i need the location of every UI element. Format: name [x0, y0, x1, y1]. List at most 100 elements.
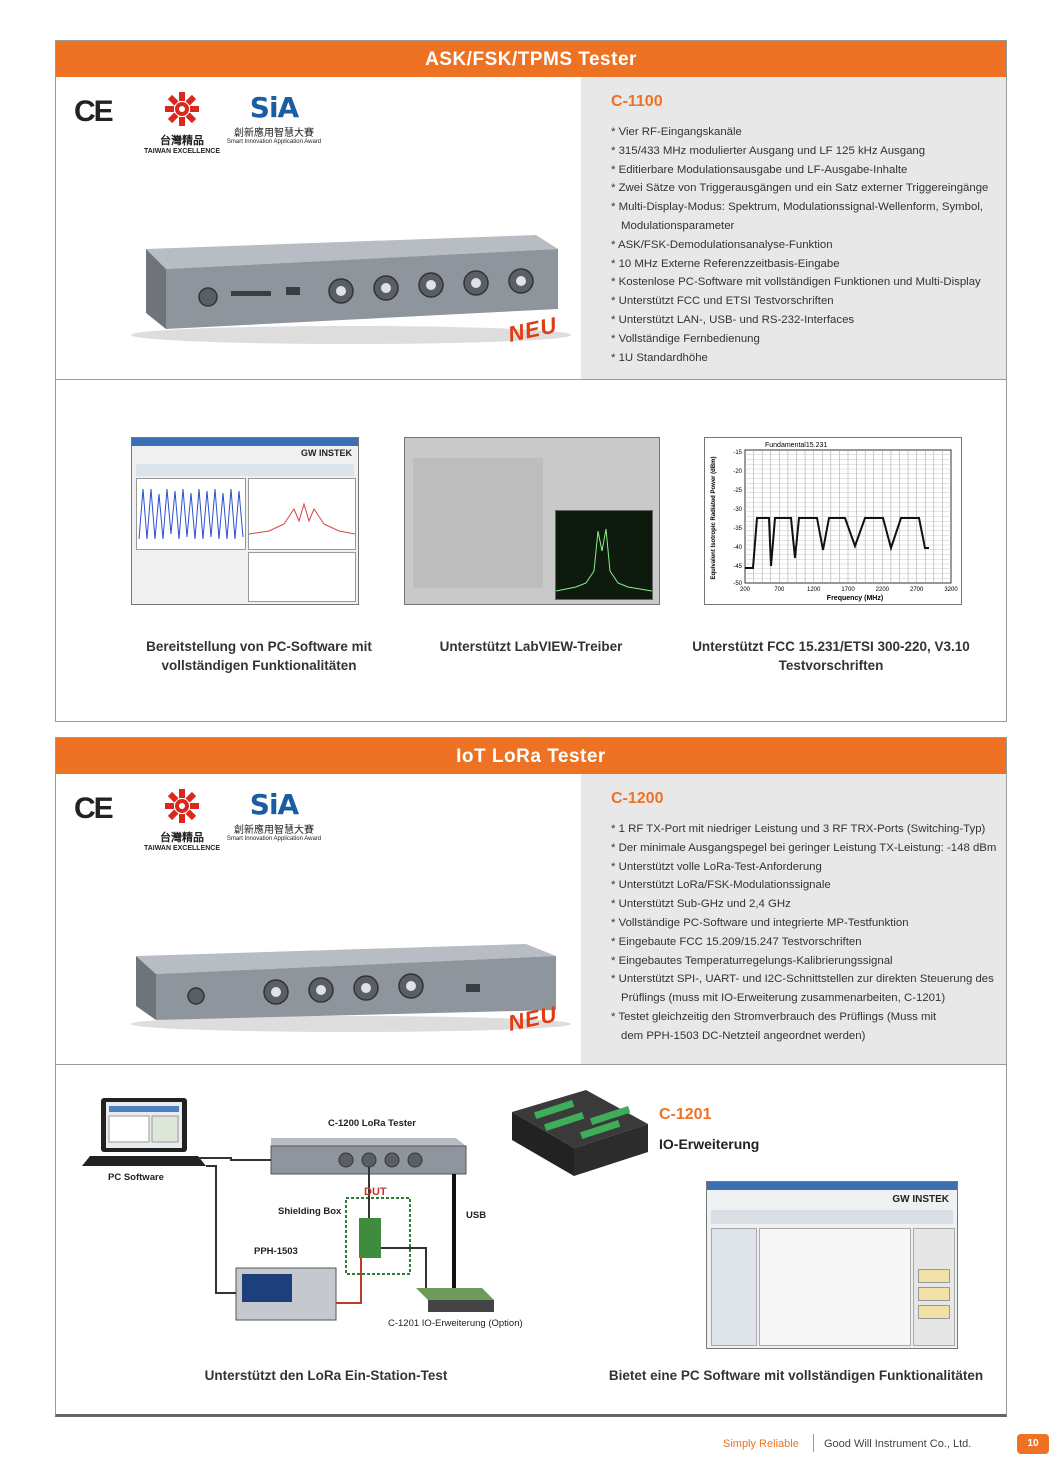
x-tick-label: 200 [740, 587, 751, 593]
feature-list: * 1 RF TX-Port mit niedriger Leistung un… [611, 820, 1006, 1046]
feature-item: * Unterstützt FCC und ETSI Testvorschrif… [611, 295, 834, 308]
footer-company: Good Will Instrument Co., Ltd. [824, 1438, 972, 1450]
sia-word: SiA [249, 91, 299, 124]
chart-ylabel: Equivalent Isotropic Radiated Power (dBm… [711, 456, 717, 579]
feature-item: * Editierbare Modulationsausgabe und LF-… [611, 163, 908, 176]
feature-item: * Unterstützt LAN-, USB- und RS-232-Inte… [611, 313, 855, 326]
taiwan-en: TAIWAN EXCELLENCE [143, 845, 221, 852]
taiwan-excellence-logo: 台灣精品 TAIWAN EXCELLENCE [142, 788, 222, 852]
taiwan-cn: 台灣精品 [160, 135, 204, 147]
brand-text: GW INSTEK [892, 1194, 949, 1205]
caption-fcc: Unterstützt FCC 15.231/ETSI 300-220, V3.… [692, 639, 970, 673]
x-tick-label: 3200 [944, 587, 958, 593]
divider [56, 1064, 1006, 1065]
feature-item: * Vollständige Fernbedienung [611, 332, 760, 345]
sia-en: Smart Innovation Application Award [226, 836, 322, 842]
c1201-device-image [512, 1090, 648, 1176]
chart-title: Fundamental15.231 [765, 442, 827, 449]
c1200-device-image [131, 944, 571, 1032]
feature-item: * Vollständige PC-Software und integrier… [611, 916, 909, 929]
feature-item: * Unterstützt LoRa/FSK-Modulationssignal… [611, 879, 831, 892]
lora-software-screenshot: GW INSTEK [706, 1181, 958, 1349]
feature-item: * Zwei Sätze von Triggerausgängen und ei… [611, 182, 989, 195]
caption-labview: Unterstützt LabVIEW-Treiber [439, 639, 623, 654]
feature-item: * Unterstützt Sub-GHz und 2,4 GHz [611, 898, 791, 911]
label-io-expansion: C-1201 IO-Erweiterung (Option) [388, 1318, 523, 1329]
model-title: C-1200 [611, 790, 664, 807]
feature-item: * Unterstützt volle LoRa-Test-Anforderun… [611, 860, 822, 873]
ce-logo: CE [74, 792, 114, 825]
section-banner: IoT LoRa Tester [56, 738, 1006, 774]
sia-cn: 創新應用智慧大賽 [234, 128, 314, 139]
feature-panel [581, 77, 1006, 379]
feature-item: * 1U Standardhöhe [611, 351, 708, 364]
feature-item: * 315/433 MHz modulierter Ausgang und LF… [611, 144, 926, 157]
y-tick-label: -35 [733, 526, 742, 532]
page-number: 10 [1017, 1434, 1049, 1454]
caption-lora-test: Unterstützt den LoRa Ein-Station-Test [204, 1368, 448, 1383]
io-subtitle: IO-Erweiterung [659, 1136, 760, 1152]
x-tick-label: 1700 [841, 587, 855, 593]
section-banner: ASK/FSK/TPMS Tester [56, 41, 1006, 77]
taiwan-en: TAIWAN EXCELLENCE [143, 148, 221, 155]
x-tick-label: 2200 [876, 587, 890, 593]
feature-item: * Testet gleichzeitig den Stromverbrauch… [611, 1010, 937, 1042]
feature-item: * Unterstützt SPI-, UART- und I2C-Schnit… [611, 973, 994, 1005]
y-tick-label: -15 [733, 450, 742, 456]
label-tester: C-1200 LoRa Tester [328, 1118, 416, 1129]
sia-cn: 創新應用智慧大賽 [234, 825, 314, 836]
sia-word: SiA [249, 788, 299, 821]
label-shielding-box: Shielding Box [278, 1206, 342, 1217]
feature-item: * ASK/FSK-Demodulationsanalyse-Funktion [611, 238, 833, 251]
feature-item: * Multi-Display-Modus: Spektrum, Modulat… [611, 201, 984, 232]
chart-xlabel: Frequency (MHz) [827, 595, 883, 602]
x-tick-label: 1200 [807, 587, 821, 593]
feature-panel [581, 774, 1006, 1064]
pc-software-screenshot: GW INSTEK [131, 437, 359, 605]
taiwan-excellence-flower-icon [165, 789, 199, 823]
y-tick-label: -50 [733, 581, 742, 587]
taiwan-excellence-flower-icon [165, 92, 199, 126]
fcc-chart-svg: Fundamental15.231 Frequency (MHz) Equiva… [711, 442, 958, 602]
y-tick-label: -20 [733, 469, 742, 475]
label-pc-software: PC Software [108, 1172, 164, 1183]
y-tick-label: -40 [733, 545, 742, 551]
label-dut: DUT [364, 1186, 387, 1198]
x-tick-label: 700 [774, 587, 785, 593]
c1100-device-image [131, 235, 571, 344]
y-tick-label: -25 [733, 488, 742, 494]
taiwan-cn: 台灣精品 [160, 832, 204, 844]
io-model-title: C-1201 [659, 1106, 712, 1123]
caption-lora-software: Bietet eine PC Software mit vollständige… [608, 1368, 984, 1383]
feature-list: * Vier RF-Eingangskanäle * 315/433 MHz m… [611, 123, 1051, 367]
caption-pc-software: Bereitstellung von PC-Software mit volls… [146, 639, 372, 673]
footer-separator [813, 1434, 814, 1452]
page-footer: Simply Reliable Good Will Instrument Co.… [0, 1430, 1064, 1460]
model-title: C-1100 [611, 93, 663, 110]
sia-logo: SiA 創新應用智慧大賽 Smart Innovation Applicatio… [219, 91, 329, 145]
feature-item: * 10 MHz Externe Referenzzeitbasis-Einga… [611, 257, 840, 270]
feature-item: * 1 RF TX-Port mit niedriger Leistung un… [611, 823, 986, 835]
brand-text: GW INSTEK [301, 448, 352, 458]
feature-item: * Vier RF-Eingangskanäle [611, 126, 742, 138]
divider [56, 379, 1006, 380]
lora-test-diagram [82, 1098, 494, 1321]
feature-item: * Eingebaute FCC 15.209/15.247 Testvorsc… [611, 935, 862, 948]
y-tick-label: -45 [733, 564, 742, 570]
product-top: CE 台灣精品 TAIWAN EXCELLENCE SiA 創新應用智慧大賽 [56, 774, 1006, 1064]
feature-item: * Kostenlose PC-Software mit vollständig… [611, 276, 981, 289]
taiwan-excellence-logo: 台灣精品 TAIWAN EXCELLENCE [142, 91, 222, 155]
label-usb: USB [466, 1210, 487, 1221]
feature-item: * Eingebautes Temperaturregelungs-Kalibr… [611, 954, 893, 967]
ce-logo: CE [74, 95, 114, 128]
x-tick-label: 2700 [910, 587, 924, 593]
section-ask-fsk-tpms: ASK/FSK/TPMS Tester CE 台灣精品 TAIWAN EXCEL… [55, 40, 1007, 722]
sia-logo: SiA 創新應用智慧大賽 Smart Innovation Applicatio… [219, 788, 329, 842]
footer-slogan: Simply Reliable [723, 1438, 799, 1450]
labview-screenshot [404, 437, 660, 605]
fcc-chart: Fundamental15.231 Frequency (MHz) Equiva… [704, 437, 962, 605]
product-top: CE 台灣精品 TAIWAN EXCELLENCE SiA 創新應用智慧大賽 [56, 77, 1006, 379]
feature-item: * Der minimale Ausgangspegel bei geringe… [611, 841, 997, 854]
y-tick-label: -30 [733, 507, 742, 513]
section-iot-lora: IoT LoRa Tester CE 台灣精品 TAIWAN EXCELLENC… [55, 737, 1007, 1417]
